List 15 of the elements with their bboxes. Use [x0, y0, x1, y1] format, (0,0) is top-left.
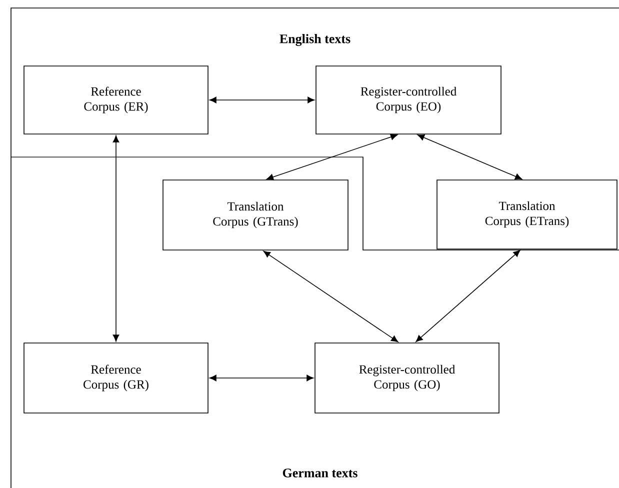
arrow	[263, 250, 398, 342]
arrow	[112, 135, 120, 342]
corpus-box: Translation Corpus (ETrans)	[436, 180, 618, 250]
corpus-box: Reference Corpus (ER)	[24, 66, 208, 134]
corpus-box: Register-controlled Corpus (EO)	[316, 66, 502, 134]
section-label: German texts	[282, 468, 358, 478]
arrow	[416, 250, 520, 342]
arrow	[266, 134, 398, 180]
arrow	[209, 374, 314, 382]
arrow	[417, 134, 522, 180]
corpus-box: Reference Corpus (GR)	[24, 342, 208, 414]
corpus-box: Register-controlled Corpus (GO)	[314, 342, 500, 414]
arrow	[209, 96, 315, 104]
section-label: English texts	[280, 34, 350, 46]
corpus-box: Translation Corpus (GTrans)	[162, 180, 348, 250]
